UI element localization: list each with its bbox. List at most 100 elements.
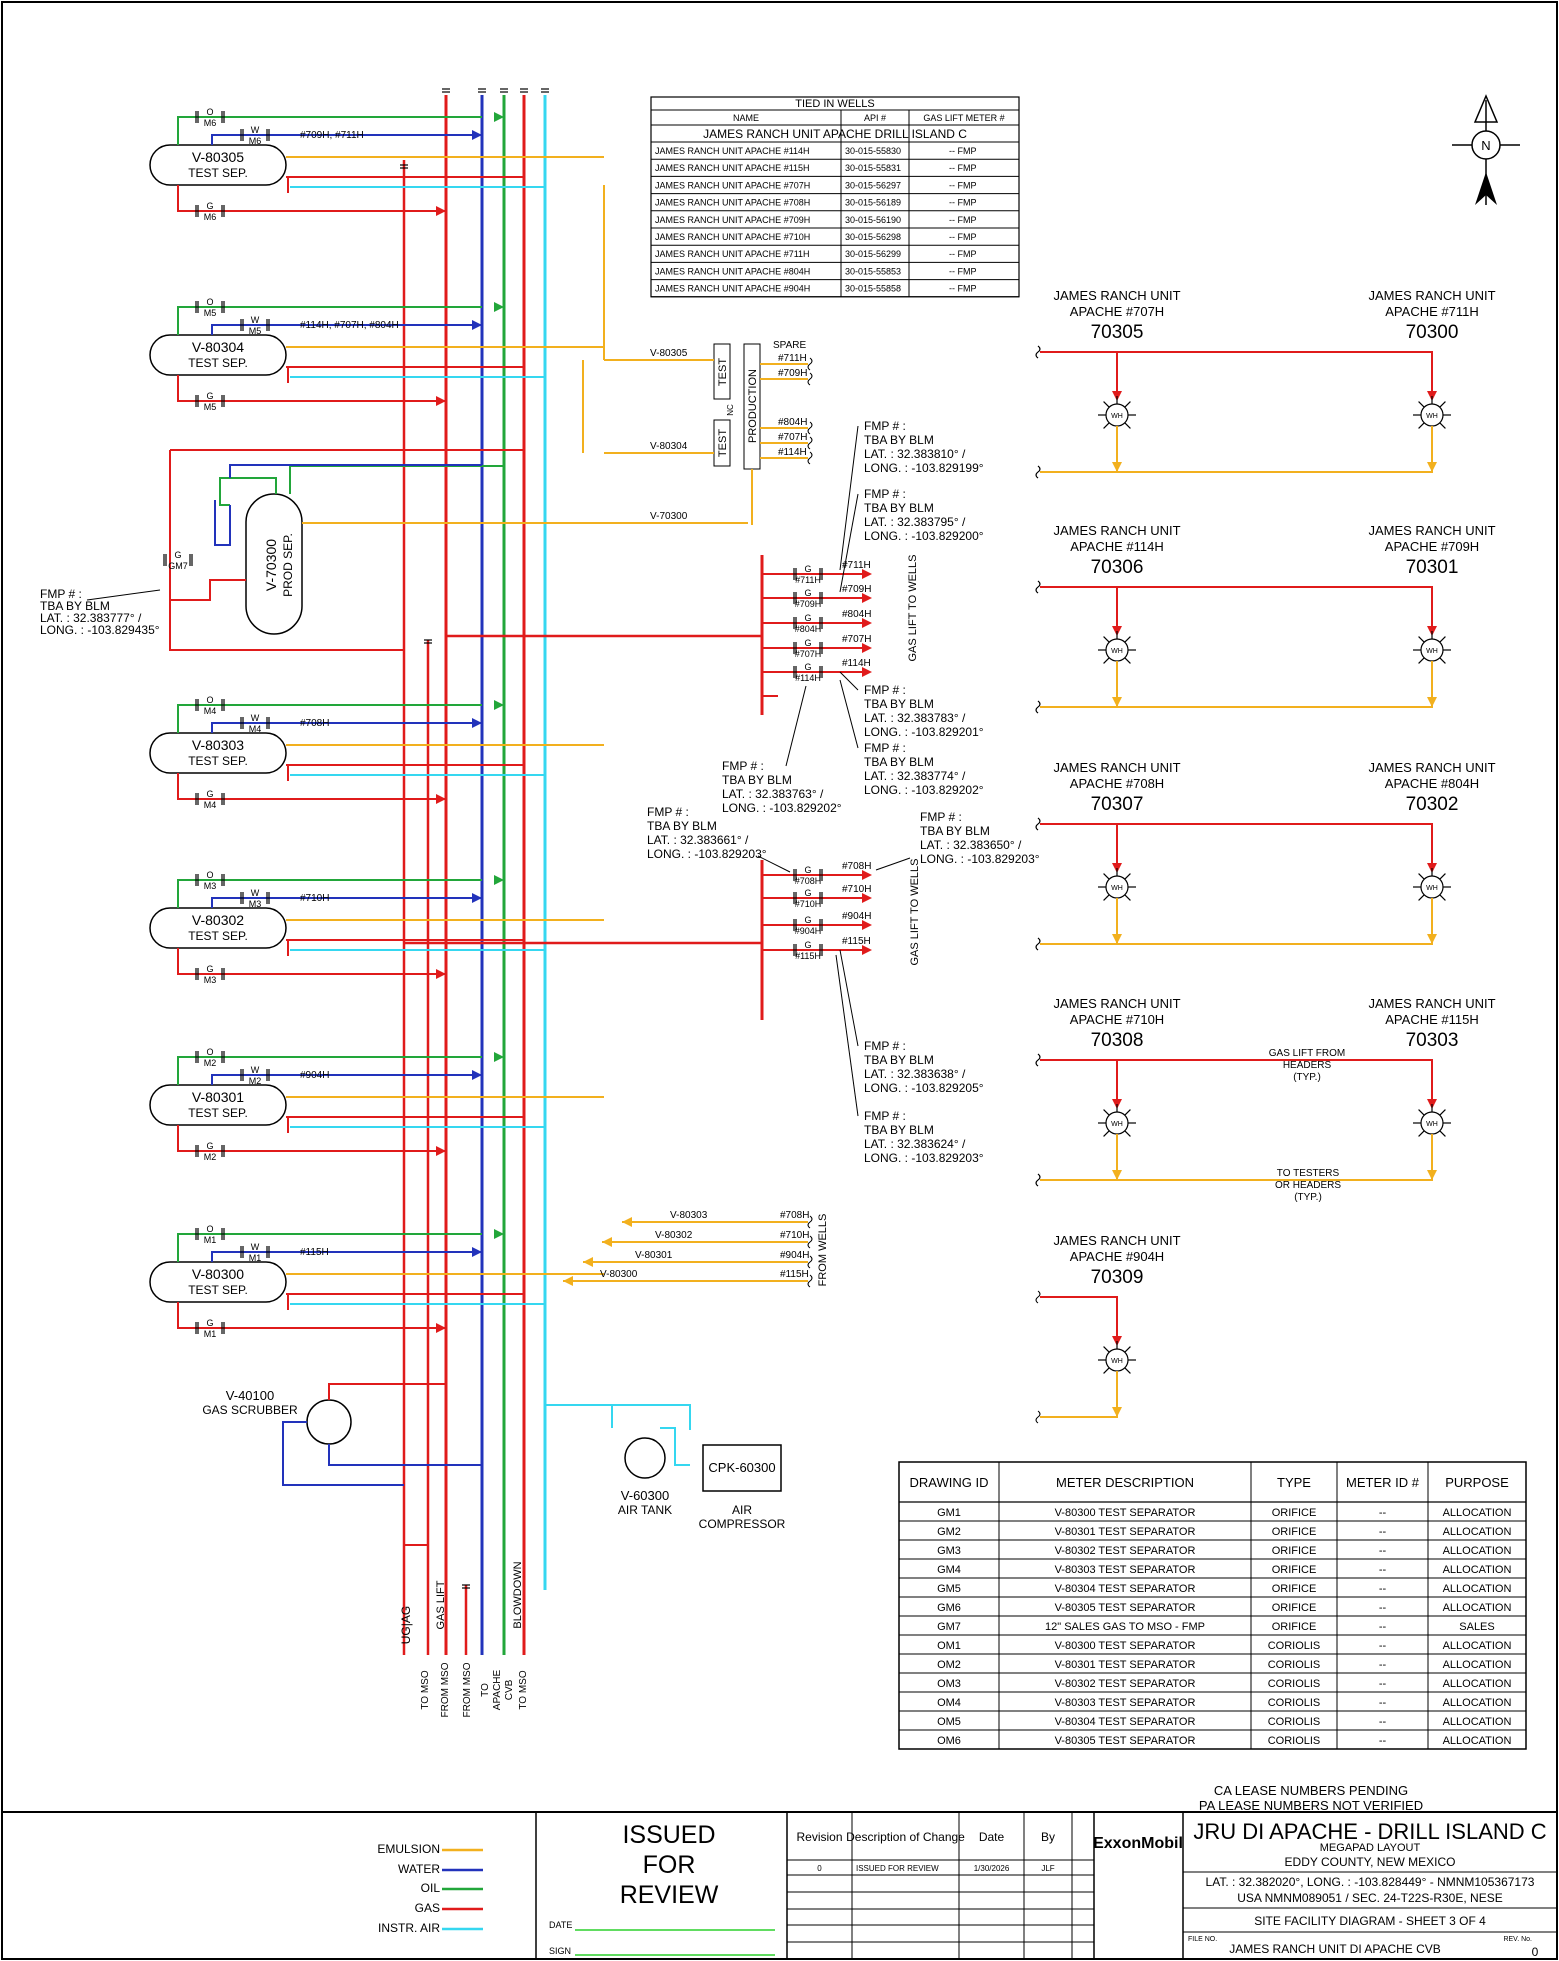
wellhead-name: JAMES RANCH UNIT: [1368, 288, 1495, 303]
meter-table-header: METER DESCRIPTION: [1056, 1475, 1194, 1490]
wellhead-outlet: [1040, 1134, 1118, 1181]
flow-arrow: [862, 618, 872, 628]
line-break: [1035, 1410, 1041, 1424]
fmp-note: TBA BY BLM: [920, 824, 990, 838]
wellhead-id: 70303: [1406, 1030, 1459, 1051]
separator-wells: #710H: [300, 893, 329, 904]
fmp-note: LAT. : 32.383638° /: [864, 1067, 966, 1081]
water-meter: WM4: [240, 713, 270, 734]
line-break: [807, 1235, 813, 1249]
fmp-note: FMP # :: [864, 1039, 906, 1053]
leader-line: [86, 589, 161, 601]
separator-vessel: [149, 732, 287, 774]
compressor-tag: CPK-60300: [708, 1460, 775, 1475]
flow-arrow: [1427, 934, 1437, 944]
fmp-note: LONG. : -103.829202°: [864, 783, 984, 797]
wellhead-spoke: [1418, 1130, 1425, 1137]
meter-type: G: [804, 888, 811, 898]
file-label: FILE NO.: [1188, 1936, 1217, 1943]
flow-arrow: [494, 302, 504, 312]
stamp-field: SIGN: [549, 1946, 571, 1956]
wellhead-spoke: [1103, 422, 1110, 429]
wellhead-outlet: [1040, 426, 1433, 473]
meter-table-cell: --: [1379, 1526, 1387, 1538]
meter-type: G: [804, 662, 811, 672]
drawing-subtitle: EDDY COUNTY, NEW MEXICO: [1285, 1855, 1456, 1869]
flow-arrow: [494, 1052, 504, 1062]
separator-wells: #114H, #707H, #804H: [300, 320, 399, 331]
water-outlet: [211, 324, 482, 335]
meter-table-cell: ALLOCATION: [1443, 1716, 1512, 1728]
flow-arrow: [472, 1070, 482, 1080]
separator-tag: V-80304: [192, 339, 244, 355]
wells-table-cell: 30-015-56297: [845, 180, 901, 190]
gas-outlet: [177, 1302, 446, 1329]
fmp-note: FMP # :: [920, 810, 962, 824]
rev-number: 0: [1532, 1945, 1539, 1959]
fmp-note: LAT. : 32.383795° /: [864, 515, 966, 529]
wellhead-icon: WH: [1413, 1104, 1451, 1142]
meter-table-cell: --: [1379, 1697, 1387, 1709]
gas-lift-meter: G#114H: [793, 662, 823, 683]
meter-id: M6: [249, 136, 262, 146]
separator-vessel: [149, 1261, 287, 1303]
meter-table-cell: V-80305 TEST SEPARATOR: [1055, 1602, 1196, 1614]
wellhead-spoke: [1103, 1346, 1110, 1353]
oil-meter: OM4: [195, 695, 225, 716]
revision-cell: 1/30/2026: [974, 1864, 1010, 1873]
flow-arrow: [436, 1146, 446, 1156]
gas-outlet: [177, 773, 446, 800]
wellhead-spoke: [1103, 1109, 1110, 1116]
meter-table-cell: GM5: [937, 1583, 961, 1595]
well-label: #709H: [778, 368, 807, 379]
wells-table-cell: JAMES RANCH UNIT APACHE #710H: [655, 232, 810, 242]
meter-table-cell: --: [1379, 1735, 1387, 1747]
revision-header: Date: [979, 1830, 1005, 1844]
prod-sep-desc: PROD SEP.: [281, 533, 295, 597]
meter-table-cell: OM4: [937, 1697, 961, 1709]
manifold-label: PRODUCTION: [747, 369, 759, 443]
fmp-note: FMP # :: [864, 487, 906, 501]
manifold-test-upper: [713, 343, 731, 400]
wellhead-outlet: [1040, 426, 1118, 473]
gas-lift-meter: G#710H: [793, 888, 823, 909]
flow-arrow: [494, 700, 504, 710]
meter-type: G: [206, 964, 213, 974]
meter-id: M4: [204, 800, 217, 810]
separator-desc: TEST SEP.: [188, 929, 248, 943]
meter-table-cell: --: [1379, 1678, 1387, 1690]
gas-lift-meter: G#709H: [793, 588, 823, 609]
fmp-note: TBA BY BLM: [722, 773, 792, 787]
wellhead-spoke: [1124, 1109, 1131, 1116]
wellhead-name: JAMES RANCH UNIT: [1368, 996, 1495, 1011]
separator-wells: #708H: [300, 718, 329, 729]
meter-type: G: [206, 1318, 213, 1328]
stamp-text: REVIEW: [620, 1881, 719, 1909]
wellhead-spoke: [1103, 636, 1110, 643]
flow-arrow: [862, 667, 872, 677]
wellhead-label: WH: [1111, 1121, 1123, 1128]
leader-line: [785, 685, 807, 767]
wellhead-label: WH: [1426, 648, 1438, 655]
wellhead-id: 70309: [1091, 1267, 1144, 1288]
meter-table-cell: V-80303 TEST SEPARATOR: [1055, 1564, 1196, 1576]
meter-type: W: [251, 713, 260, 723]
flow-arrow: [563, 1276, 573, 1286]
drawing-location: LAT. : 32.382020°, LONG. : -103.828449° …: [1206, 1875, 1535, 1889]
flow-arrow: [472, 893, 482, 903]
prod-oil: [289, 465, 504, 494]
meter-table-cell: OM2: [937, 1659, 961, 1671]
wellhead-id: 70302: [1406, 794, 1459, 815]
revision-cell: 0: [817, 1864, 822, 1873]
wells-table-cell: JAMES RANCH UNIT APACHE #709H: [655, 215, 810, 225]
meter-id: #709H: [795, 599, 822, 609]
wellhead-icon: WH: [1098, 1341, 1136, 1379]
line-break: [1035, 580, 1041, 594]
oil-meter: OM1: [195, 1224, 225, 1245]
oil-meter: OM6: [195, 107, 225, 128]
wellhead-name: JAMES RANCH UNIT: [1053, 1233, 1180, 1248]
wells-table-cell: -- FMP: [949, 249, 977, 259]
fmp-note: FMP # :: [864, 419, 906, 433]
